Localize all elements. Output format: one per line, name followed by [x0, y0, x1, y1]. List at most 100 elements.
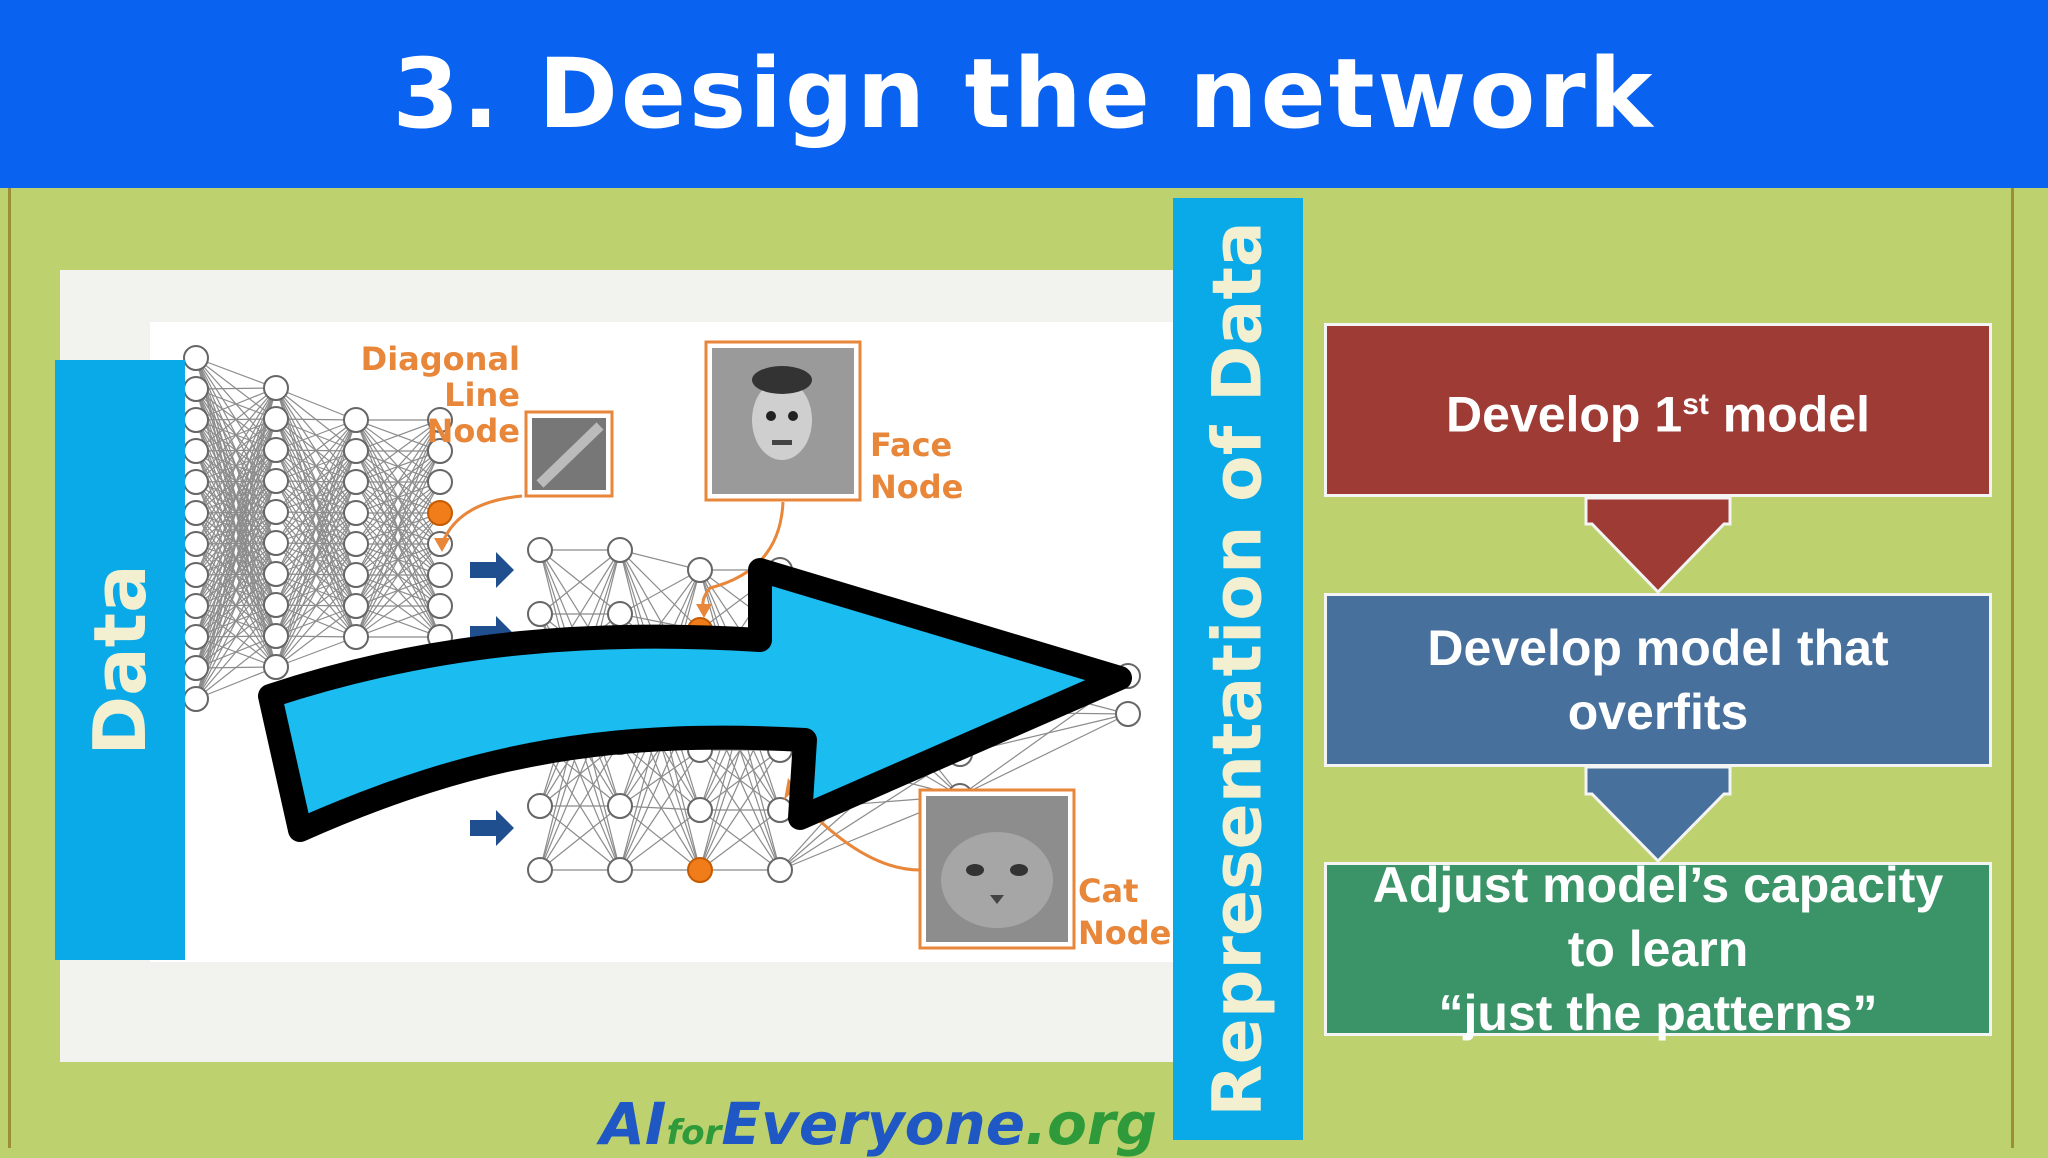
- network-edge: [195, 480, 277, 700]
- network-nodes: [183, 345, 1141, 883]
- representation-label: Representation of Data: [1198, 221, 1278, 1117]
- network-edge: [195, 387, 277, 514]
- network-node: [263, 468, 289, 494]
- network-edge: [195, 387, 277, 576]
- step3-line3: “just the patterns”: [1438, 985, 1878, 1041]
- network-node: [183, 531, 209, 557]
- network-edge: [355, 574, 441, 638]
- network-edge: [195, 357, 277, 389]
- network-edge: [275, 605, 357, 668]
- network-edge: [275, 419, 357, 637]
- network-node: [183, 593, 209, 619]
- network-edge: [275, 419, 357, 482]
- title-banner: 3. Design the network: [0, 0, 2048, 188]
- network-edge: [619, 805, 701, 811]
- network-node: [183, 438, 209, 464]
- network-node: [183, 469, 209, 495]
- diagonal-node-label-3: Node: [427, 412, 520, 450]
- network-node: [343, 624, 369, 650]
- network-edge: [355, 419, 441, 452]
- network-node: [263, 654, 289, 680]
- network-edge: [275, 574, 357, 668]
- network-node: [527, 537, 553, 563]
- network-edge: [275, 419, 357, 575]
- step1-text-after: model: [1708, 386, 1871, 443]
- representation-label-bar: Representation of Data: [1173, 198, 1303, 1140]
- big-flow-arrow: [258, 558, 1132, 842]
- network-edge: [275, 636, 357, 668]
- network-node: [607, 793, 633, 819]
- network-node: [263, 561, 289, 587]
- network-node: [687, 557, 713, 583]
- network-node: [767, 857, 793, 883]
- network-edge: [619, 549, 701, 571]
- step1-text: Develop 1: [1445, 386, 1683, 443]
- footer-for: for: [666, 1113, 722, 1153]
- step-adjust-capacity: Adjust model’s capacity to learn “just t…: [1324, 857, 1992, 1041]
- network-edge: [619, 549, 701, 631]
- network-edge: [619, 805, 701, 871]
- network-edge: [355, 543, 441, 638]
- network-node: [263, 375, 289, 401]
- network-edge: [195, 387, 277, 421]
- network-edge: [195, 387, 277, 607]
- network-node: [527, 601, 553, 627]
- network-edge: [619, 741, 701, 811]
- down-arrow-1: [1584, 496, 1732, 595]
- footer-everyone: Everyone: [721, 1090, 1026, 1158]
- network-node: [343, 593, 369, 619]
- step-arrows: [1584, 496, 1732, 864]
- network-node: [183, 376, 209, 402]
- network-node: [183, 624, 209, 650]
- network-node: [263, 437, 289, 463]
- diagonal-node-label-2: Line: [444, 376, 520, 414]
- network-edge: [195, 635, 277, 700]
- network-edge: [195, 604, 277, 700]
- network-edge: [355, 419, 441, 545]
- network-node: [263, 499, 289, 525]
- network-node: [343, 562, 369, 588]
- diagonal-node-label-1: Diagonal: [361, 340, 520, 378]
- step3-line2: to learn: [1567, 921, 1749, 977]
- diagonal-line-image: [524, 410, 614, 498]
- network-edge: [195, 387, 277, 638]
- network-edge: [355, 419, 441, 514]
- face-node-label-1: Face: [870, 426, 952, 464]
- network-node: [607, 537, 633, 563]
- network-edge: [355, 605, 441, 638]
- network-edge: [619, 749, 701, 807]
- network-edge: [355, 419, 441, 638]
- network-node: [343, 500, 369, 526]
- network-node: [183, 345, 209, 371]
- network-node: [427, 438, 453, 464]
- network-node: [263, 623, 289, 649]
- step2-line2: overfits: [1567, 684, 1749, 740]
- page-title: 3. Design the network: [392, 38, 1656, 150]
- face-node-label-2: Node: [870, 468, 963, 506]
- network-edge: [355, 419, 441, 483]
- network-node: [607, 857, 633, 883]
- network-node: [263, 406, 289, 432]
- network-node: [427, 469, 453, 495]
- network-edge: [275, 512, 357, 668]
- neural-network-diagram: Diagonal Line Node Face Node Cat Node: [183, 340, 1171, 952]
- network-edge: [275, 419, 357, 668]
- network-node: [527, 857, 553, 883]
- face-image: [704, 340, 862, 502]
- network-edge: [539, 741, 621, 871]
- network-node: [527, 793, 553, 819]
- cat-image: [918, 788, 1076, 950]
- step-develop-first-model: Develop 1st model: [1324, 323, 1992, 497]
- network-edge: [959, 713, 1129, 797]
- network-edge: [275, 481, 357, 668]
- network-edge: [195, 666, 277, 700]
- network-edge: [619, 749, 701, 871]
- network-node: [183, 686, 209, 712]
- network-node: [427, 562, 453, 588]
- cat-node-label-1: Cat: [1078, 872, 1138, 910]
- network-edge: [619, 569, 701, 615]
- highlighted-node: [687, 857, 713, 883]
- network-edge: [275, 419, 357, 544]
- network-node: [607, 601, 633, 627]
- network-edge: [355, 450, 441, 638]
